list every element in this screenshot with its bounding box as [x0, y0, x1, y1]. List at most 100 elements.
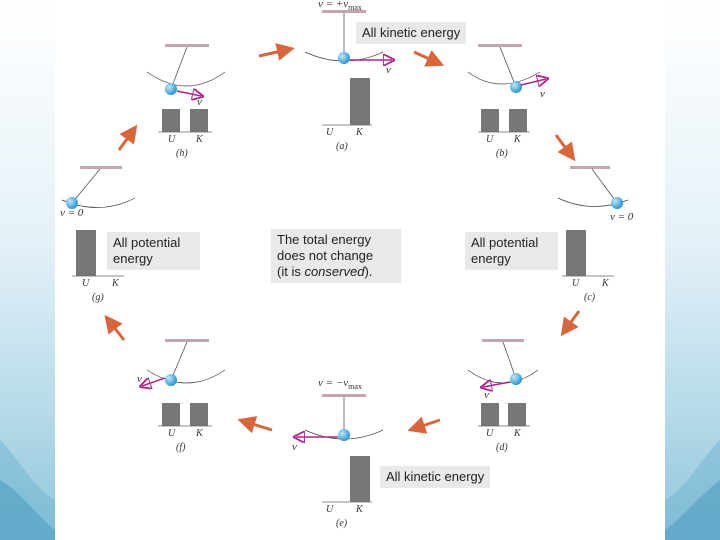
kinetic-bar-d [508, 403, 526, 426]
v-label-a: v [386, 64, 391, 76]
axis-k-g: K [112, 278, 119, 289]
ceiling-e [322, 394, 366, 397]
axis-u-g: U [82, 278, 90, 289]
kinetic-bar-f [190, 403, 208, 426]
bottom-kinetic-text: All kinetic energy [386, 469, 485, 484]
pendulum-state-a [304, 10, 392, 126]
cycle-arrow-g-to-h [117, 124, 138, 151]
ceiling-g [80, 166, 122, 169]
left-potential-line1: All potential [113, 235, 181, 250]
caption-f: (f) [176, 442, 186, 453]
ceiling-h [165, 44, 209, 47]
caption-d: (d) [496, 442, 508, 453]
v-label-b: v [540, 88, 545, 100]
caption-c: (c) [584, 292, 596, 303]
cycle-arrow-b-to-c [554, 134, 576, 162]
kinetic-bar-h [190, 109, 208, 132]
axis-u-f: U [168, 428, 176, 439]
bob-c [611, 197, 623, 209]
bob-d [510, 373, 522, 385]
velocity-bottom-sub: max [348, 382, 362, 392]
axis-k-b: K [514, 134, 521, 145]
bob-b [510, 81, 522, 93]
axis-k-h: K [196, 134, 203, 145]
swing-arc-f [146, 369, 226, 384]
potential-bar-b [481, 109, 499, 132]
cycle-arrow-e-to-f [237, 416, 273, 434]
string-b [499, 46, 517, 88]
ceiling-d [482, 339, 524, 342]
center-line3-post: ). [364, 264, 373, 279]
caption-b: (b) [496, 148, 508, 159]
velocity-label-top: v = +vmax [318, 0, 362, 12]
pendulum-state-g [61, 166, 136, 277]
swing-arc-b [467, 71, 541, 85]
left-wave-graphic [0, 440, 55, 540]
center-line1: The total energy [277, 232, 371, 247]
pendulum-state-f [142, 339, 226, 427]
cycle-arrow-f-to-g [104, 314, 126, 341]
center-line2: does not change [277, 248, 374, 263]
label-left-potential-energy: All potential energy [107, 232, 200, 270]
caption-a: (a) [336, 141, 348, 152]
axis-k-c: K [602, 278, 609, 289]
velocity-top-prefix: v = +v [318, 0, 349, 10]
caption-e: (e) [336, 518, 348, 529]
velocity-label-bottom: v = −vmax [318, 377, 362, 391]
axis-u-b: U [486, 134, 494, 145]
bob-a [338, 52, 350, 64]
axis-u-h: U [168, 134, 176, 145]
cycle-arrow-h-to-a [258, 43, 295, 61]
axis-u-d: U [486, 428, 494, 439]
v-label-f: v [137, 373, 142, 385]
velocity-vector-d [483, 382, 511, 387]
ceiling-c [570, 166, 610, 169]
velocity-label-left-zero: v = 0 [60, 207, 84, 219]
center-line3-em: conserved [304, 264, 365, 279]
label-top-kinetic-energy: All kinetic energy [356, 22, 467, 44]
velocity-label-right-zero: v = 0 [610, 211, 634, 223]
velocity-vector-f [142, 377, 166, 386]
potential-bar-f [162, 403, 180, 426]
axis-u-a: U [326, 127, 334, 138]
bob-f [165, 374, 177, 386]
right-decorative-panel [665, 0, 720, 540]
axis-k-a: K [356, 127, 363, 138]
string-g [71, 168, 101, 204]
velocity-top-sub: max [348, 3, 362, 13]
potential-bar-g [76, 230, 96, 276]
string-d [502, 341, 517, 380]
potential-bar-c [566, 230, 586, 276]
ceiling-b [478, 44, 522, 47]
velocity-vector-b [520, 79, 546, 85]
v-label-d: v [484, 389, 489, 401]
label-total-energy-conserved: The total energy does not change (it is … [271, 229, 401, 283]
axis-k-e: K [356, 504, 363, 515]
pendulum-state-b [467, 44, 546, 133]
label-right-potential-energy: All potential energy [465, 232, 558, 270]
potential-bar-d [481, 403, 499, 426]
axis-k-f: K [196, 428, 203, 439]
axis-u-c: U [572, 278, 580, 289]
cycle-arrow-a-to-b [413, 50, 445, 67]
right-potential-line1: All potential [471, 235, 539, 250]
top-kinetic-text: All kinetic energy [362, 25, 461, 40]
axis-u-e: U [326, 504, 334, 515]
string-f [170, 341, 188, 381]
label-bottom-kinetic-energy: All kinetic energy [380, 466, 491, 488]
ceiling-f [165, 339, 209, 342]
axis-k-d: K [514, 428, 521, 439]
bob-e [338, 429, 350, 441]
potential-bar-h [162, 109, 180, 132]
v-label-e: v [292, 441, 297, 453]
left-potential-line2: energy [113, 251, 153, 266]
bob-h [165, 83, 177, 95]
pendulum-state-e [296, 394, 384, 503]
right-potential-line2: energy [471, 251, 511, 266]
swing-arc-d [467, 369, 539, 384]
kinetic-bar-b [509, 109, 527, 132]
pendulum-state-d [467, 339, 539, 427]
center-line3: (it is conserved). [277, 264, 395, 280]
cycle-arrows [104, 43, 581, 434]
cycle-arrow-d-to-e [407, 416, 441, 434]
